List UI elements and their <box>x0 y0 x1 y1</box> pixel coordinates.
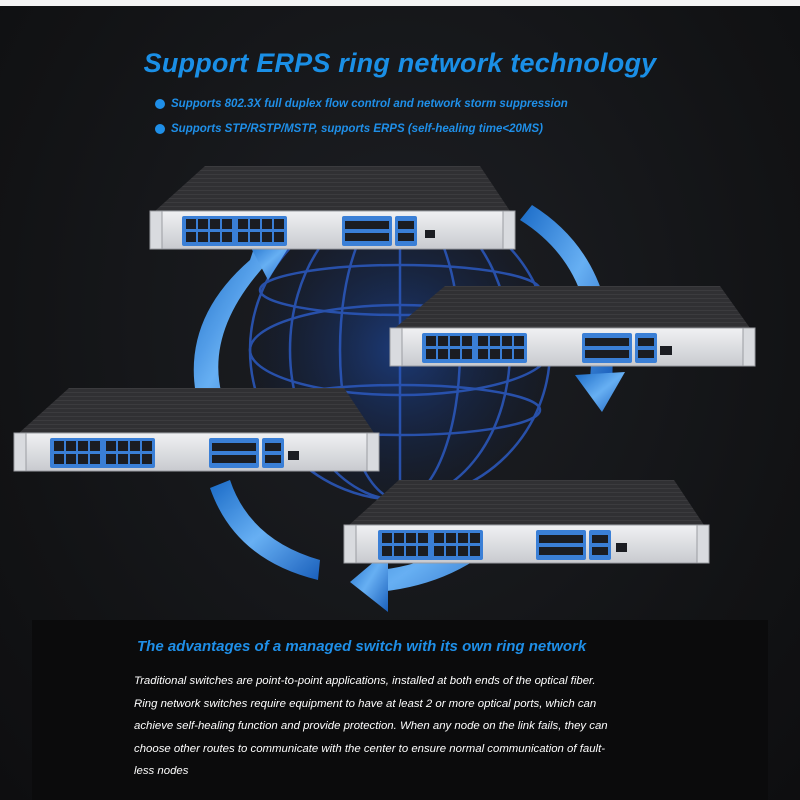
feature-bullet: Supports 802.3X full duplex flow control… <box>155 98 568 110</box>
advantages-panel: The advantages of a managed switch with … <box>32 620 768 800</box>
top-band <box>0 0 800 6</box>
feature-bullet-text: Supports 802.3X full duplex flow control… <box>171 98 568 110</box>
ring-network-illustration <box>13 166 756 612</box>
advantages-text-line: less nodes <box>134 765 189 777</box>
feature-bullet: Supports STP/RSTP/MSTP, supports ERPS (s… <box>155 123 568 135</box>
feature-bullet-text: Supports STP/RSTP/MSTP, supports ERPS (s… <box>171 123 544 135</box>
bullet-dot-icon <box>155 99 165 109</box>
page-title: Support ERPS ring network technology <box>143 48 657 78</box>
advantages-text-line: achieve self-healing function and provid… <box>134 720 608 732</box>
advantages-text-line: Traditional switches are point-to-point … <box>134 675 596 687</box>
advantages-title: The advantages of a managed switch with … <box>137 638 587 655</box>
network-switch <box>149 166 516 250</box>
network-switch <box>389 286 756 367</box>
bullet-dot-icon <box>155 124 165 134</box>
advantages-text: Traditional switches are point-to-point … <box>134 670 692 783</box>
network-switch <box>13 388 380 472</box>
feature-list: Supports 802.3X full duplex flow control… <box>155 98 568 148</box>
network-switch <box>343 480 710 564</box>
advantages-text-line: Ring network switches require equipment … <box>134 697 597 710</box>
advantages-text-line: choose other routes to communicate with … <box>134 742 606 755</box>
